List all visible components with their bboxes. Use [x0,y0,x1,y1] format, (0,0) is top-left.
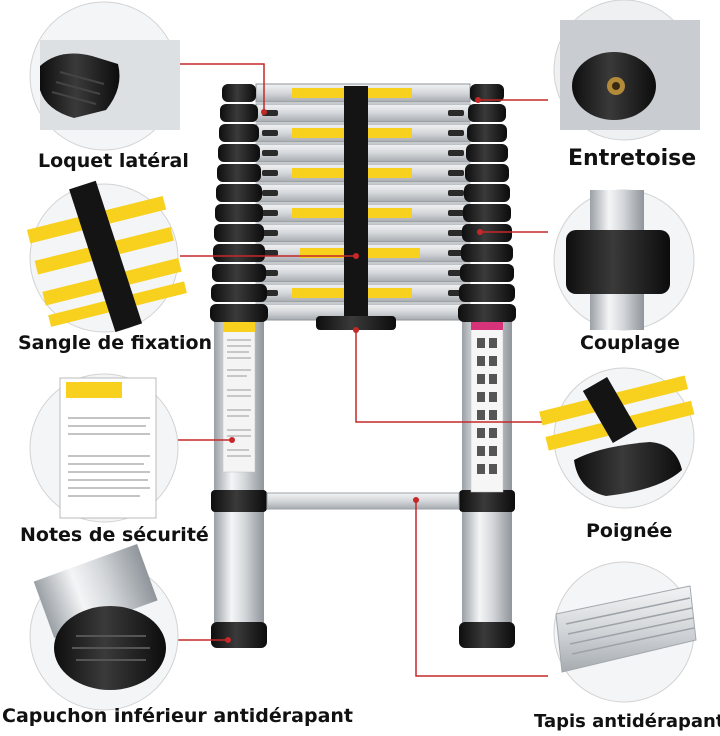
right-leg-pictograms [470,321,504,493]
label-spacer: Entretoise [568,146,697,171]
label-coupling: Couplage [580,332,680,354]
detail-circle-non-slip-mat [553,561,697,703]
bottom-rung [266,492,460,510]
left-foot-cap [211,622,267,648]
leader-dots [225,97,483,643]
detail-circle-coupling [553,189,695,331]
strap [344,86,368,318]
label-handle: Poignée [586,520,673,542]
left-leg-sticker [222,321,256,473]
left-leg-sticker-header [223,322,255,332]
detail-circle-lateral-latch [29,1,180,151]
handle [316,316,396,330]
label-non-slip-mat: Tapis antidérapant [534,711,720,732]
detail-circle-strap [26,180,187,333]
label-strap: Sangle de fixation [18,332,213,354]
side-couplings [210,84,516,322]
left-leg-coupling [211,490,267,512]
detail-circle-foot-cap [29,543,179,711]
leader-lines [178,63,548,677]
label-safety-notes: Notes de sécurité [20,524,209,546]
right-foot-cap [459,622,515,648]
label-lateral-latch: Loquet latéral [38,150,189,172]
detail-circle-spacer [553,0,700,141]
detail-circle-handle [539,367,695,509]
right-leg-coupling [459,490,515,512]
label-foot-cap: Capuchon inférieur antidérapant [2,705,353,727]
detail-circle-safety-notes [29,373,179,523]
ladder [210,83,516,648]
